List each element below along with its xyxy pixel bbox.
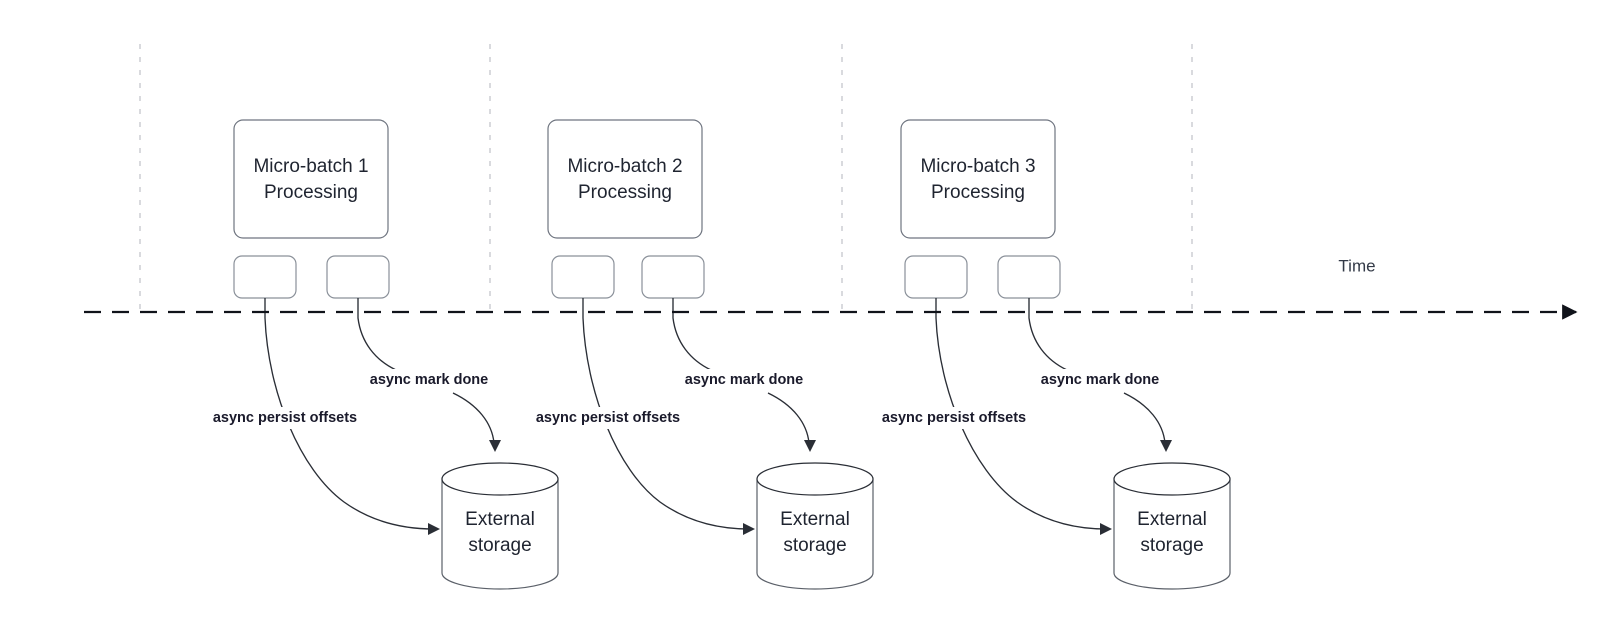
async-mark-done-edge-arrowhead (804, 440, 816, 452)
async-mark-done-edge-label: async mark done (370, 372, 488, 388)
async-mark-done-edge-path (1028, 298, 1166, 444)
external-storage-cylinder[interactable]: External storage (756, 462, 874, 590)
external-storage-label-line2: storage (468, 535, 531, 556)
micro-batch-box-shape (233, 119, 389, 239)
external-storage-label-line1: External (1137, 509, 1207, 530)
async-persist-offsets-edge-label: async persist offsets (882, 410, 1026, 426)
async-mark-done-edge-arrowhead (489, 440, 501, 452)
async-mark-done-edge-label-backdrop (680, 369, 808, 391)
micro-batch-label-line2: Processing (578, 182, 672, 203)
async-mark-done-edge-arrowhead (1160, 440, 1172, 452)
external-storage-cylinder[interactable]: External storage (441, 462, 559, 590)
async-persist-offsets-edge-path (264, 298, 435, 530)
async-mark-done-edge: async mark done (357, 298, 501, 452)
cylinder-top-ellipse (441, 462, 559, 496)
group-3: Micro-batch 3 Processing async persist off… (866, 119, 1231, 590)
async-persist-offsets-edge: async persist offsets (197, 298, 440, 535)
async-mark-done-edge-path (357, 298, 495, 444)
micro-batch-label-line2: Processing (264, 182, 358, 203)
group-2: Micro-batch 2 Processing async persist off… (520, 119, 874, 590)
async-mark-done-edge-label: async mark done (685, 372, 803, 388)
async-persist-offsets-edge-label-backdrop (866, 407, 1042, 429)
mark-done-task[interactable] (326, 255, 390, 299)
micro-batch-box[interactable]: Micro-batch 1 Processing (233, 119, 389, 239)
external-storage-label-line2: storage (1140, 535, 1203, 556)
micro-batch-groups: Micro-batch 1 Processing async persist off… (197, 119, 1231, 590)
async-persist-offsets-edge-path (582, 298, 750, 530)
async-mark-done-edge-label-backdrop (1036, 369, 1164, 391)
external-storage-label-line1: External (465, 509, 535, 530)
async-persist-offsets-edge: async persist offsets (520, 298, 755, 535)
micro-batch-label-line1: Micro-batch 2 (567, 156, 682, 177)
micro-batch-label-line1: Micro-batch 1 (253, 156, 368, 177)
external-storage-label-line2: storage (783, 535, 846, 556)
async-mark-done-edge-label-backdrop (365, 369, 493, 391)
async-mark-done-edge-label: async mark done (1041, 372, 1159, 388)
async-persist-offsets-edge-label-backdrop (520, 407, 696, 429)
external-storage-label-line1: External (780, 509, 850, 530)
cylinder-body (1113, 478, 1231, 590)
async-persist-offsets-edge-label: async persist offsets (213, 410, 357, 426)
cylinder-body (441, 478, 559, 590)
persist-offsets-task[interactable] (904, 255, 968, 299)
persist-offsets-task[interactable] (551, 255, 615, 299)
external-storage-cylinder[interactable]: External storage (1113, 462, 1231, 590)
async-mark-done-edge: async mark done (672, 298, 816, 452)
micro-batch-box-shape (900, 119, 1056, 239)
micro-batch-box-shape (547, 119, 703, 239)
batch-boundary-ticks (139, 44, 1193, 312)
micro-batch-label-line1: Micro-batch 3 (920, 156, 1035, 177)
time-axis-label: Time (1338, 256, 1375, 275)
async-mark-done-edge-path (672, 298, 810, 444)
cylinder-body (756, 478, 874, 590)
micro-batch-box[interactable]: Micro-batch 2 Processing (547, 119, 703, 239)
persist-offsets-task[interactable] (233, 255, 297, 299)
group-1: Micro-batch 1 Processing async persist off… (197, 119, 559, 590)
async-persist-offsets-edge: async persist offsets (866, 298, 1112, 535)
async-persist-offsets-edge-label: async persist offsets (536, 410, 680, 426)
async-mark-done-edge: async mark done (1028, 298, 1172, 452)
mark-done-task[interactable] (641, 255, 705, 299)
async-persist-offsets-edge-path (935, 298, 1107, 530)
cylinder-top-ellipse (1113, 462, 1231, 496)
micro-batch-label-line2: Processing (931, 182, 1025, 203)
async-persist-offsets-edge-label-backdrop (197, 407, 373, 429)
mark-done-task[interactable] (997, 255, 1061, 299)
cylinder-top-ellipse (756, 462, 874, 496)
time-axis: Time (84, 256, 1578, 320)
micro-batch-box[interactable]: Micro-batch 3 Processing (900, 119, 1056, 239)
